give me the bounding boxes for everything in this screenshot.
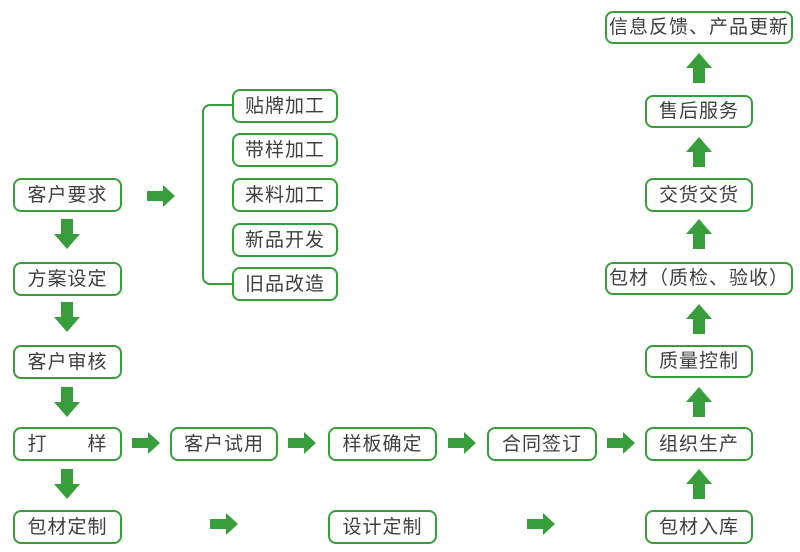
- node-production-organization: 组织生产: [645, 427, 753, 461]
- node-customer-requirements: 客户要求: [13, 178, 122, 212]
- arrow-right-icon: [448, 432, 476, 454]
- node-sample-confirmation: 样板确定: [328, 427, 437, 461]
- branch-bracket-connector: [202, 104, 232, 285]
- node-incoming-material-processing: 来料加工: [232, 178, 338, 212]
- arrow-up-icon: [686, 304, 712, 334]
- node-after-sales-service: 售后服务: [645, 95, 753, 128]
- node-packaging-warehousing: 包材入库: [645, 510, 753, 544]
- node-sampling: 打 样: [13, 427, 122, 461]
- arrow-up-icon: [686, 219, 712, 249]
- node-plan-setting: 方案设定: [13, 262, 122, 296]
- node-contract-signing: 合同签订: [487, 427, 597, 461]
- node-oem-processing: 贴牌加工: [232, 89, 338, 123]
- node-customer-review: 客户审核: [13, 345, 122, 379]
- arrow-up-icon: [686, 137, 712, 167]
- node-old-product-renovation: 旧品改造: [232, 267, 338, 301]
- arrow-right-icon: [132, 432, 160, 454]
- node-packaging-customization: 包材定制: [13, 510, 122, 544]
- arrow-up-icon: [686, 53, 712, 83]
- arrow-right-icon: [288, 432, 316, 454]
- arrow-right-icon: [607, 432, 635, 454]
- arrow-right-icon: [210, 513, 238, 535]
- node-delivery: 交货交货: [645, 178, 753, 212]
- node-packaging-inspection: 包材（质检、验收）: [605, 262, 793, 295]
- arrow-right-icon: [147, 185, 175, 207]
- node-feedback-product-update: 信息反馈、产品更新: [605, 11, 793, 44]
- node-quality-control: 质量控制: [645, 345, 753, 378]
- node-sample-based-processing: 带样加工: [232, 133, 338, 167]
- arrow-up-icon: [686, 387, 712, 417]
- node-customer-trial: 客户试用: [170, 427, 278, 461]
- node-new-product-development: 新品开发: [232, 223, 338, 257]
- node-design-customization: 设计定制: [328, 510, 437, 544]
- arrow-right-icon: [527, 513, 555, 535]
- arrow-down-icon: [54, 219, 80, 249]
- arrow-down-icon: [54, 469, 80, 499]
- arrow-down-icon: [54, 302, 80, 332]
- arrow-down-icon: [54, 387, 80, 417]
- arrow-up-icon: [686, 469, 712, 499]
